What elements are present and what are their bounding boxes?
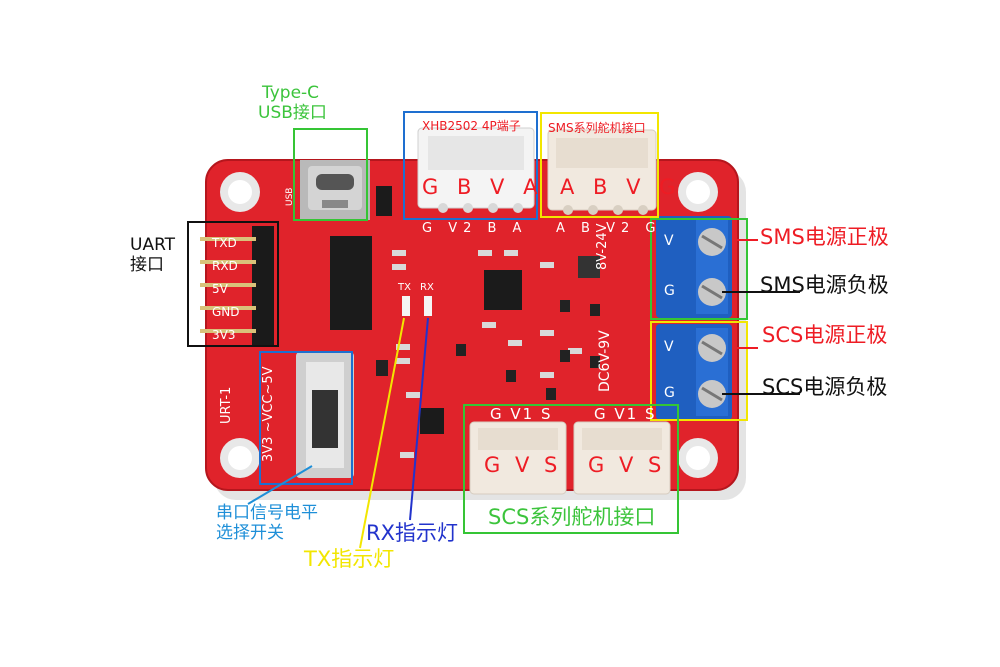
v1-voltage-silk: DC6V-9V (597, 330, 613, 392)
scs-left-silk: G V1 S (490, 405, 553, 423)
rx-led (424, 296, 432, 316)
rx-silk: RX (420, 282, 434, 293)
uart-pin-silk: TXD RXD 5V GND 3V3 (212, 236, 240, 342)
transistors (376, 300, 600, 400)
sms-connector (547, 129, 657, 215)
scs-power-negative-label: SCS电源负极 (762, 375, 888, 399)
terminal-bottom-v: V (664, 339, 674, 355)
sms-terminal-highlight-box (650, 218, 748, 320)
tx-led (402, 296, 410, 316)
scs-connector-left (469, 421, 567, 495)
mounting-hole-bottom-left (220, 438, 260, 478)
scs-connector-right (573, 421, 671, 495)
usb-port-label: USB接口 (258, 103, 327, 123)
scs-power-positive-label: SCS电源正极 (762, 323, 888, 347)
mounting-hole-top-left (220, 172, 260, 212)
serial-level-switch-label-line1: 串口信号电平 (216, 503, 318, 523)
scs-right-pin-labels: G V S (588, 453, 666, 477)
uart-port-label: 接口 (130, 255, 164, 275)
sms-silk-labels: A B V2 G (556, 221, 662, 236)
sms-power-positive-label: SMS电源正极 (760, 225, 889, 249)
v2-voltage-silk: 8V-24V (595, 223, 610, 270)
xhb-silk-labels: G V2 B A (422, 221, 528, 236)
switch-highlight-box (259, 351, 353, 485)
terminal-bottom-g: G (664, 385, 675, 401)
xhb-pin-labels: G B V A (422, 175, 544, 199)
tx-silk: TX (398, 282, 411, 293)
mounting-hole-bottom-right (678, 438, 718, 478)
uart-label: UART (130, 235, 176, 255)
uart-highlight-box (187, 221, 279, 347)
serial-level-switch-label-line2: 选择开关 (216, 523, 284, 543)
sms-highlight-box (540, 112, 659, 218)
crystal (376, 186, 392, 216)
scs-servo-highlight-box (463, 404, 679, 534)
tx-led-label: TX指示灯 (304, 547, 395, 571)
sms-servo-port-label: SMS系列舵机接口 (548, 121, 646, 135)
scs-left-pin-labels: G V S (484, 453, 562, 477)
uart-pin-header (200, 226, 274, 346)
typec-label: Type-C (262, 83, 320, 103)
xhb-highlight-box (403, 111, 538, 220)
ic-u1 (330, 236, 372, 330)
scs-terminal-highlight-box (650, 321, 748, 421)
ic-u7 (420, 408, 444, 434)
screw-terminal-sms (656, 216, 732, 318)
mounting-hole-top-right (678, 172, 718, 212)
board-name-silk: URT-1 (219, 386, 234, 424)
inductor (578, 256, 600, 278)
ic-u2 (484, 270, 522, 310)
xhb-connector (417, 127, 535, 213)
usb-highlight-box (293, 128, 368, 221)
switch-silk: 3V3 ~VCC~5V (261, 366, 276, 462)
sms-pin-labels: A B V G (560, 175, 682, 199)
usb-silk: USB (285, 187, 295, 206)
slide-switch (296, 352, 354, 478)
sms-power-negative-label: SMS电源负极 (760, 273, 889, 297)
rx-led-label: RX指示灯 (366, 521, 458, 545)
screw-terminal-scs (656, 324, 732, 420)
xhb-connector-label: XHB2502 4P端子 (422, 119, 521, 133)
scs-right-silk: G V1 S (594, 405, 657, 423)
scs-servo-port-label: SCS系列舵机接口 (488, 505, 656, 529)
terminal-top-g: G (664, 283, 675, 299)
usb-c-port (300, 160, 370, 220)
smd-components (392, 250, 582, 458)
terminal-top-v: V (664, 233, 674, 249)
